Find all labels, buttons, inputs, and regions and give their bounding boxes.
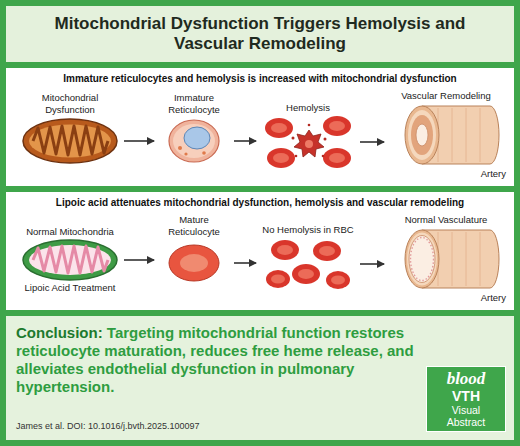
title-band: Mitochondrial Dysfunction Triggers Hemol… (6, 6, 514, 62)
citation-note: James et al. DOI: 10.1016/j.bvth.2025.10… (16, 421, 200, 431)
flow-arrow (360, 141, 384, 143)
panel-box: Immature reticulocytes and hemolysis is … (6, 68, 514, 186)
diagram-title: Mitochondrial Dysfunction Triggers Hemol… (35, 14, 485, 54)
immature-reticulocyte (164, 116, 224, 166)
panel-box: Lipoic acid attenuates mitochondrial dys… (6, 192, 514, 310)
reticulocyte-shape (169, 245, 219, 281)
hemolysis-cells (263, 114, 353, 170)
flow-arrow (234, 262, 256, 264)
panel-heading: Immature reticulocytes and hemolysis is … (6, 73, 514, 84)
process-step: Mature Reticulocyte (156, 212, 232, 306)
artery-remodeled (386, 102, 506, 168)
logo-series: VTH (452, 388, 480, 404)
artery-normal (386, 226, 506, 292)
conclusion-text: Conclusion: Targeting mitochondrial func… (16, 324, 421, 396)
step-label: Hemolysis (258, 90, 358, 114)
step-label: Immature Reticulocyte (156, 90, 232, 116)
conclusion-box: Conclusion: Targeting mitochondrial func… (6, 316, 514, 440)
artery-tube (405, 230, 499, 288)
logo-subtitle: Visual Abstract (438, 404, 494, 428)
flow-arrow (124, 259, 154, 261)
step-label: Mature Reticulocyte (156, 212, 232, 238)
step-label: Normal Vasculature (386, 210, 506, 226)
mitochondrion-shape (23, 240, 117, 280)
mitochondrion-shape (23, 119, 117, 163)
step-caption: Lipoic Acid Treatment (25, 282, 116, 294)
reticulocyte-shape (169, 120, 219, 162)
red-blood-cells (265, 116, 351, 168)
step-label: Vascular Remodeling (386, 86, 506, 102)
burst-cell (292, 124, 327, 158)
process-step: Mitochondrial Dysfunction (18, 90, 122, 180)
process-step: Hemolysis (258, 90, 358, 180)
healthy-red-cells (263, 236, 353, 292)
flow-arrow (124, 140, 154, 142)
step-label: Normal Mitochondria (18, 212, 122, 238)
logo-word: blood (447, 370, 486, 388)
process-step: Immature Reticulocyte (156, 90, 232, 180)
step-label: Mitochondrial Dysfunction (18, 90, 122, 116)
process-step: Normal Mitochondria Lipoic Acid Treatmen… (18, 212, 122, 306)
artery-tube (405, 106, 499, 164)
flow-arrow (234, 140, 256, 142)
process-step: Normal Vasculature Artery (386, 210, 506, 308)
mitochondrion-dysfunctional (20, 116, 120, 166)
process-step: No Hemolysis in RBC (258, 212, 358, 306)
flow-arrow (360, 263, 384, 265)
mature-reticulocyte (164, 238, 224, 288)
process-step: Vascular Remodeling Artery (386, 86, 506, 184)
step-caption: Artery (481, 292, 506, 304)
conclusion-lead: Conclusion: (16, 324, 103, 341)
red-blood-cells (266, 240, 350, 289)
step-caption: Artery (481, 168, 506, 180)
step-label: No Hemolysis in RBC (258, 212, 358, 236)
mitochondrion-normal (20, 238, 120, 282)
journal-logo: bloodVTHVisual Abstract (426, 366, 506, 432)
panel-heading: Lipoic acid attenuates mitochondrial dys… (6, 197, 514, 208)
